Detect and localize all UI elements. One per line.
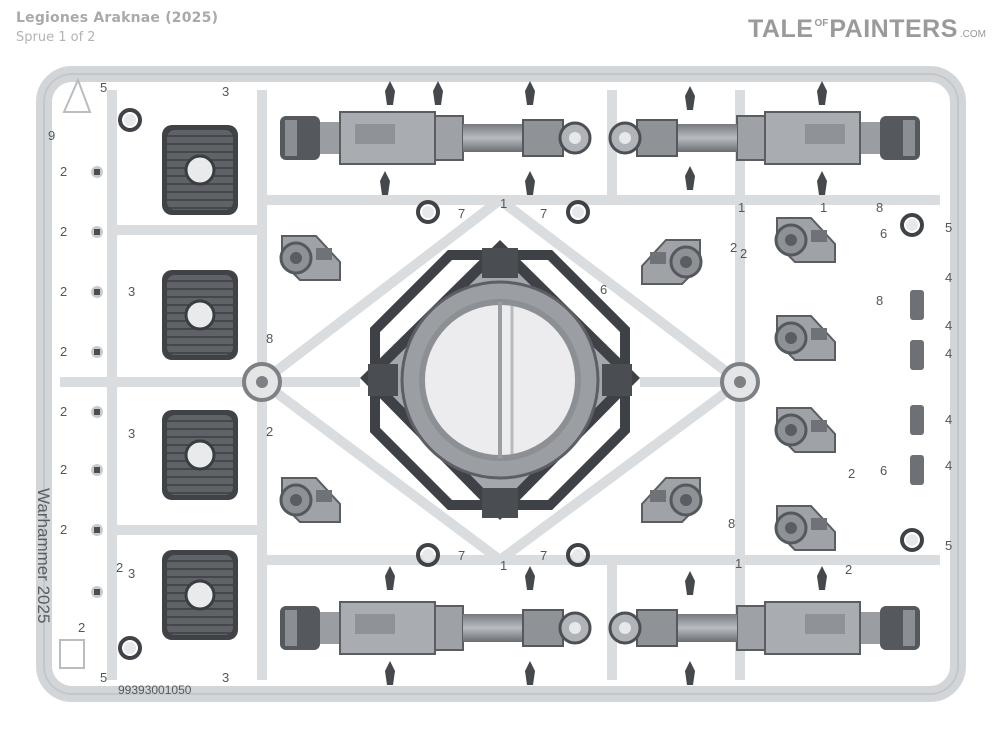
logo-part-tale: TALE (748, 15, 814, 43)
svg-text:2: 2 (60, 462, 67, 477)
svg-text:8: 8 (728, 516, 735, 531)
svg-text:8: 8 (876, 293, 883, 308)
svg-text:5: 5 (945, 538, 952, 553)
svg-text:1: 1 (500, 558, 507, 573)
svg-text:6: 6 (880, 226, 887, 241)
svg-text:3: 3 (128, 566, 135, 581)
svg-text:4: 4 (945, 270, 952, 285)
svg-text:4: 4 (945, 346, 952, 361)
logo-suffix: .COM (959, 29, 986, 40)
logo-part-painters: PAINTERS (829, 15, 958, 43)
svg-text:5: 5 (100, 80, 107, 95)
central-hull-part (360, 240, 640, 520)
svg-text:7: 7 (458, 548, 465, 563)
svg-text:3: 3 (128, 284, 135, 299)
svg-text:2: 2 (78, 620, 85, 635)
svg-text:1: 1 (738, 200, 745, 215)
svg-text:2: 2 (845, 562, 852, 577)
svg-text:5: 5 (945, 220, 952, 235)
svg-text:2: 2 (60, 522, 67, 537)
svg-text:8: 8 (266, 331, 273, 346)
svg-text:3: 3 (222, 84, 229, 99)
svg-text:7: 7 (540, 206, 547, 221)
logo-part-of: OF (814, 18, 829, 29)
svg-text:3: 3 (128, 426, 135, 441)
site-logo: TALE OF PAINTERS .COM (748, 15, 986, 49)
svg-text:2: 2 (740, 246, 747, 261)
svg-text:2: 2 (60, 224, 67, 239)
svg-text:2: 2 (848, 466, 855, 481)
svg-text:2: 2 (730, 240, 737, 255)
svg-text:6: 6 (880, 463, 887, 478)
svg-text:2: 2 (266, 424, 273, 439)
svg-text:1: 1 (820, 200, 827, 215)
svg-text:4: 4 (945, 458, 952, 473)
svg-text:1: 1 (735, 556, 742, 571)
page-title: Legiones Araknae (2025) (16, 10, 219, 26)
svg-text:2: 2 (60, 164, 67, 179)
sprue-runners (60, 90, 940, 680)
svg-text:6: 6 (600, 282, 607, 297)
svg-text:3: 3 (222, 670, 229, 685)
svg-text:8: 8 (876, 200, 883, 215)
svg-text:2: 2 (116, 560, 123, 575)
sprue-code: 99393001050 (118, 683, 192, 697)
sprue-side-text: Warhammer 2025 (34, 488, 53, 623)
sprue-part-numbers: 5 3 9 2 2 2 2 2 2 2 2 2 3 3 3 8 2 7 1 7 … (48, 80, 952, 685)
svg-text:2: 2 (60, 404, 67, 419)
svg-text:4: 4 (945, 318, 952, 333)
svg-text:1: 1 (500, 196, 507, 211)
svg-text:9: 9 (48, 128, 55, 143)
page-subtitle: Sprue 1 of 2 (16, 30, 96, 45)
svg-text:7: 7 (540, 548, 547, 563)
svg-text:5: 5 (100, 670, 107, 685)
svg-text:2: 2 (60, 284, 67, 299)
svg-text:7: 7 (458, 206, 465, 221)
svg-text:2: 2 (60, 344, 67, 359)
svg-text:4: 4 (945, 412, 952, 427)
